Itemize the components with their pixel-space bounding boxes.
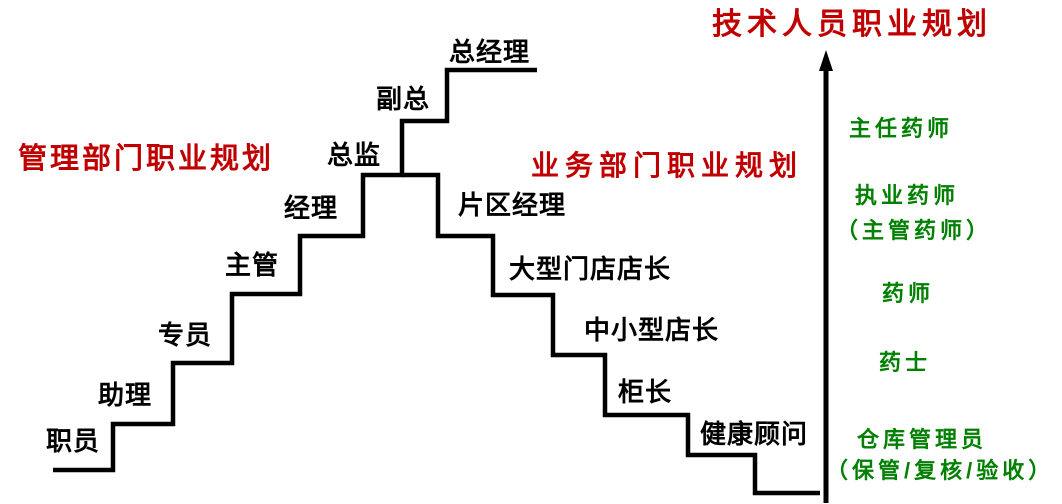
management-level-clerk: 职员 [46,426,101,456]
management-section-title: 管理部门职业规划 [18,143,275,175]
business-level-district-manager: 片区经理 [458,190,567,220]
management-level-general-manager: 总经理 [449,37,531,67]
technical-arrow-head-icon [819,50,833,71]
technical-level-pharmacy-technician: 药士 [879,350,932,375]
management-level-director: 总监 [327,140,382,170]
business-level-small-store-manager: 中小型店长 [584,315,720,345]
business-level-counter-head: 柜长 [618,377,673,407]
technical-level-licensed-pharmacist: 执业药师 [855,183,960,208]
management-level-supervisor: 主管 [225,250,280,280]
management-level-assistant: 助理 [98,380,153,410]
management-level-vice-president: 副总 [376,84,431,114]
technical-level-warehouse-keeper: 仓库管理员 [857,427,988,452]
management-level-manager: 经理 [284,193,339,223]
management-level-specialist: 专员 [158,320,213,350]
business-level-large-store-manager: 大型门店店长 [509,254,672,284]
business-level-health-consultant: 健康顾问 [700,419,809,449]
technical-section-title: 技术人员职业规划 [712,8,992,41]
technical-level-pharmacist: 药师 [882,281,935,306]
technical-level-chief-pharmacist: 主任药师 [849,116,954,141]
management-staircase-line [53,67,537,473]
business-section-title: 业务部门职业规划 [531,150,804,181]
business-staircase-line [402,172,820,496]
technical-level-warehouse-roles: （保管/复核/验收） [826,458,1055,483]
technical-level-supervisor-pharmacist: （主管药师） [836,218,993,243]
